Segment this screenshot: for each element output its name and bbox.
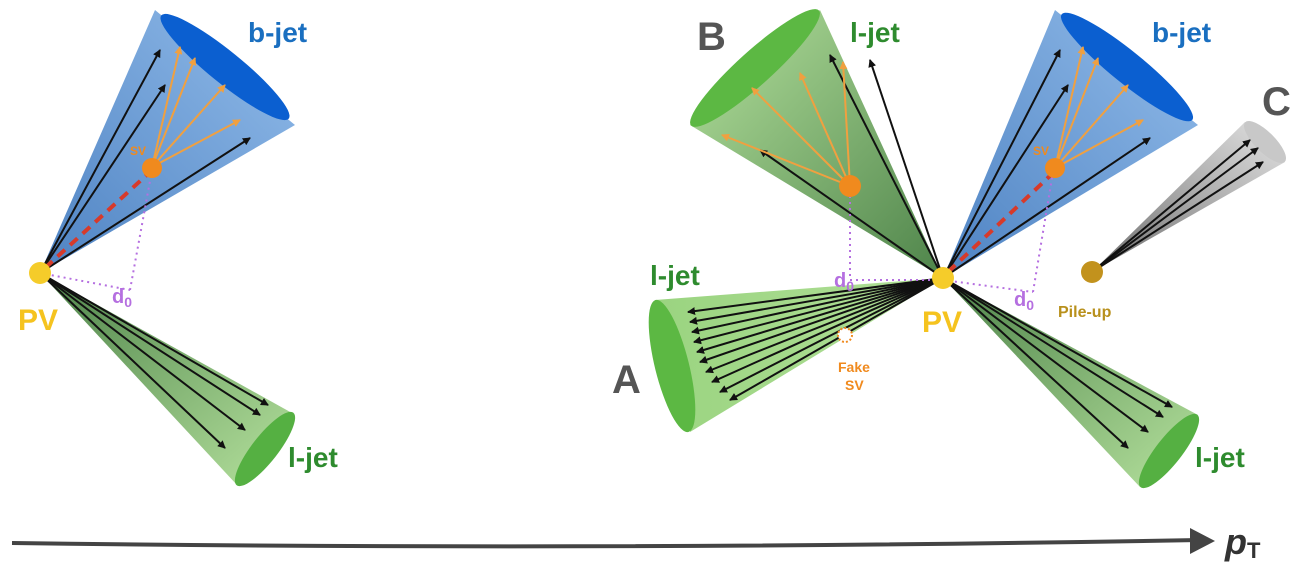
right-sv-label: SV (1033, 144, 1049, 158)
jet-b-label: l-jet (850, 17, 900, 48)
letter-a: A (612, 358, 641, 402)
left-flight-path (43, 170, 152, 270)
right-bjet-label: b-jet (1152, 17, 1211, 48)
jet-b-orange-tracks (721, 61, 851, 187)
letter-c: C (1262, 80, 1291, 124)
right-sv-tracks (1054, 46, 1144, 169)
right-d0-right-label: d0 (1014, 289, 1034, 313)
left-sv-tracks (151, 46, 241, 168)
letter-b: B (697, 15, 726, 59)
right-pv-label: PV (922, 306, 962, 339)
jet-b-cone (690, 9, 943, 278)
fake-sv-marker (837, 327, 853, 343)
jet-a-tracks (687, 277, 944, 401)
left-sv-vertex (142, 158, 162, 178)
fake-sv-label-line1: Fake (838, 359, 870, 375)
right-ljet-tracks (942, 277, 1173, 449)
right-flight-path (946, 172, 1054, 274)
pileup-label: Pile-up (1058, 304, 1112, 321)
jet-c-cone (1092, 120, 1287, 272)
jet-a-label: l-jet (650, 260, 700, 291)
right-d0-left-label: d0 (834, 270, 854, 294)
pt-axis-line (11, 538, 1201, 549)
pileup-vertex (1081, 261, 1103, 283)
left-pv-label: PV (18, 304, 58, 337)
jet-b-fake-vertex (839, 175, 861, 197)
left-d0-lines (39, 169, 153, 291)
left-ljet-tracks (39, 272, 269, 449)
left-ljet-cone (40, 273, 296, 487)
left-d0-label: d0 (112, 286, 132, 310)
pt-axis: pT (11, 521, 1261, 563)
left-sv-label: SV (130, 144, 146, 158)
left-pv-vertex (29, 262, 51, 284)
jet-b-tracks (759, 54, 944, 279)
left-bjet-cone (40, 10, 295, 273)
right-sv-vertex (1045, 158, 1065, 178)
pt-axis-label: pT (1224, 521, 1261, 563)
right-scene: B l-jet b-jet C SV l-jet A d0 d0 PV Fake… (612, 9, 1291, 489)
right-d0-lines (849, 171, 1054, 293)
left-bjet-label: b-jet (248, 17, 307, 48)
pt-axis-arrowhead (1190, 528, 1215, 554)
right-pv-vertex (932, 267, 954, 289)
fake-sv-label-line2: SV (845, 377, 864, 393)
left-ljet-label: l-jet (288, 442, 338, 473)
jet-c-tracks (1091, 139, 1264, 273)
right-bjet-cone (943, 10, 1198, 278)
left-scene: b-jet SV PV d0 l-jet (18, 10, 338, 487)
right-ljet-label: l-jet (1195, 442, 1245, 473)
right-ljet-cone (943, 278, 1200, 489)
